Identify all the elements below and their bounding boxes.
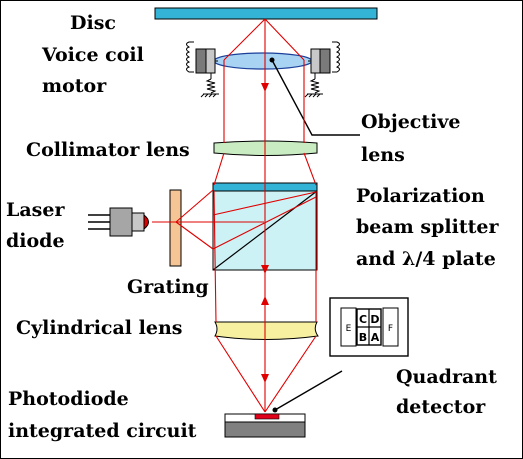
label-quadrant-detector-line2: detector: [396, 396, 486, 418]
objective-lens-leader: [271, 59, 360, 136]
photodiode-leader: [274, 370, 343, 411]
label-objective-lens-line2: lens: [361, 144, 405, 166]
cell-a: A: [371, 331, 380, 344]
label-quadrant-detector-line1: Quadrant: [396, 366, 497, 388]
label-voice-coil-motor-line2: motor: [42, 75, 107, 97]
photodiode-chip: [254, 413, 280, 420]
label-disc: Disc: [70, 12, 116, 34]
grating: [169, 189, 182, 267]
label-polarization-line2: beam splitter: [356, 216, 499, 238]
photodiode-leader-dot: [272, 407, 278, 413]
label-laser-diode-line2: diode: [6, 230, 65, 252]
cylindrical-lens: [214, 321, 319, 340]
objective-lens-leader-dot: [269, 57, 275, 63]
label-polarization-line1: Polarization: [356, 185, 485, 207]
beam-arrows: [261, 83, 269, 383]
quadrant-detector: E F C D B A: [329, 297, 409, 357]
label-voice-coil-motor-line1: Voice coil: [42, 44, 144, 66]
label-cylindrical-lens: Cylindrical lens: [16, 317, 183, 339]
disc: [154, 7, 378, 20]
laser-diode: [88, 207, 149, 237]
label-laser-diode-line1: Laser: [6, 199, 65, 221]
voice-coil-motor-left: [186, 41, 219, 98]
cell-f: F: [388, 324, 393, 334]
label-photodiode-line2: integrated circuit: [8, 420, 197, 442]
label-grating: Grating: [127, 276, 209, 298]
cell-d: D: [370, 313, 379, 326]
cell-b: B: [359, 331, 367, 344]
voice-coil-motor-right: [304, 41, 340, 98]
label-photodiode-line1: Photodiode: [8, 388, 129, 410]
label-collimator-lens: Collimator lens: [26, 139, 190, 161]
cell-e: E: [346, 324, 352, 334]
cell-c: C: [359, 313, 367, 326]
ic-base: [224, 421, 306, 438]
label-polarization-line3: and λ/4 plate: [356, 248, 496, 270]
label-objective-lens-line1: Objective: [361, 111, 461, 133]
